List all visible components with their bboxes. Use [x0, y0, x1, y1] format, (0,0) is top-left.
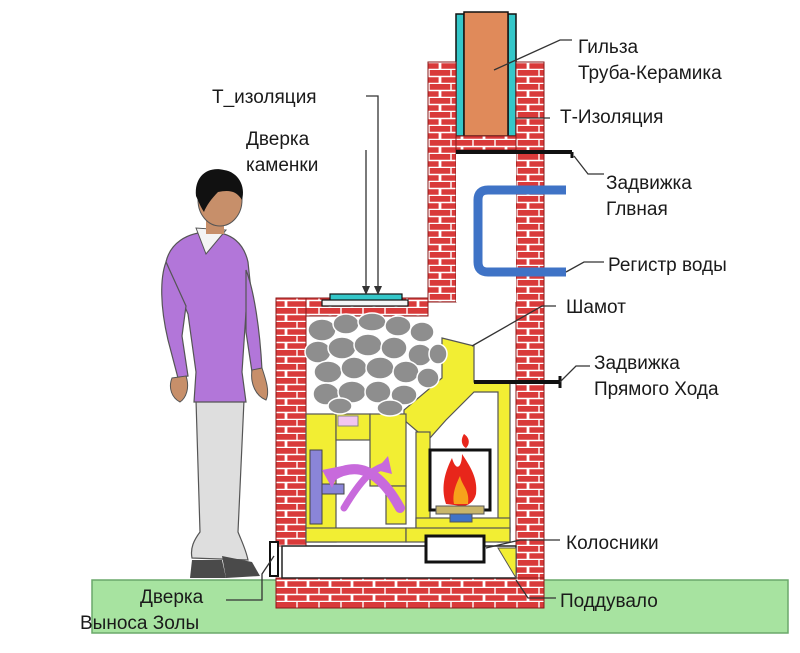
fire-icon: [443, 434, 477, 506]
label-heater-door-line1: Дверка: [246, 129, 310, 150]
label-t-insulation-lid: Т_изоляция: [212, 87, 317, 108]
person-figure: [161, 169, 269, 578]
firebox: [428, 434, 492, 523]
label-grates: Колосники: [566, 533, 659, 554]
label-t-insulation-top: Т-Изоляция: [560, 107, 664, 128]
leader-lines: [226, 39, 604, 601]
label-sleeve-line1: Гильза: [578, 37, 639, 58]
label-chamotte: Шамот: [566, 297, 626, 318]
water-register: [473, 185, 566, 277]
label-water-register: Регистр воды: [608, 255, 727, 276]
label-main-damper-line1: Задвижка: [606, 173, 692, 194]
label-heater-door-line2: каменки: [246, 155, 319, 176]
heater-stones: [304, 312, 448, 417]
brick-masonry: [275, 61, 545, 609]
airflow-arrow: [322, 456, 405, 513]
leader-arrowheads: [362, 286, 382, 295]
label-ash-door-line2: Выноса Золы: [80, 613, 200, 634]
label-direct-damper-line2: Прямого Хода: [594, 379, 719, 400]
ash-door: [269, 541, 279, 577]
label-ash-pit: Поддувало: [560, 591, 658, 612]
heater-lid-insulation: [321, 293, 409, 307]
ceramic-sleeve: [455, 11, 517, 137]
label-direct-damper-line1: Задвижка: [594, 353, 680, 374]
vent-marker: [337, 415, 359, 427]
label-main-damper-line2: Глвная: [606, 199, 668, 220]
grates: [424, 534, 486, 564]
ash-ramp: [497, 547, 517, 580]
label-sleeve-line2: Труба-Керамика: [578, 63, 722, 84]
flue-channel: [456, 150, 516, 302]
label-ash-door-line1: Дверка: [140, 587, 204, 608]
